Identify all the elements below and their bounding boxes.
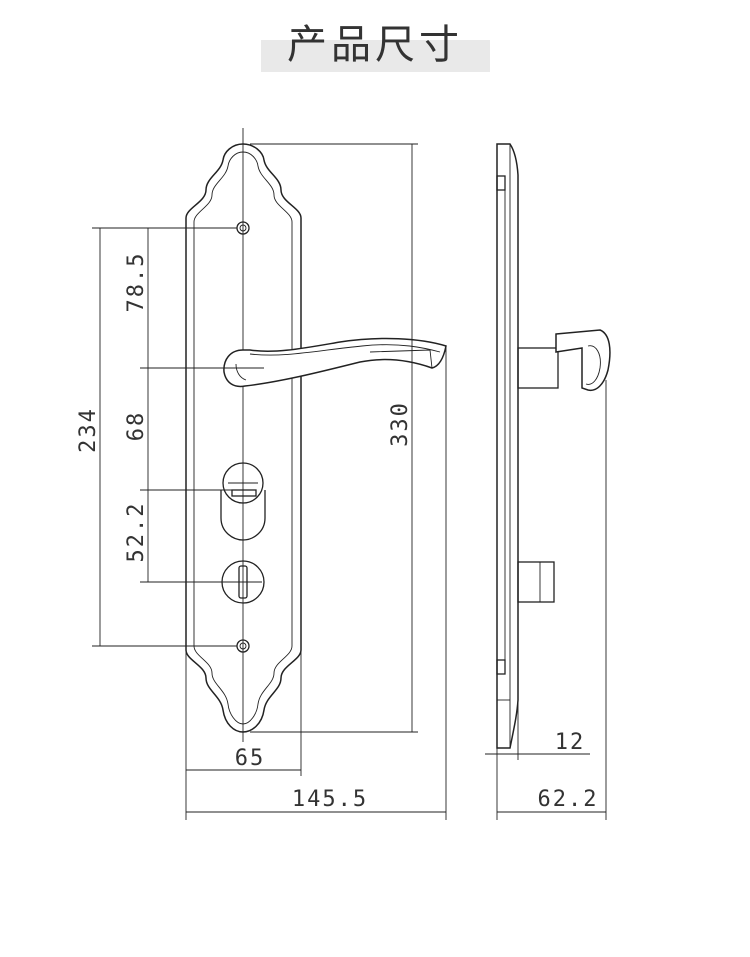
bottom-screw-hole-inner	[239, 642, 247, 650]
side-lever-grip	[555, 329, 611, 392]
key-cylinder-ring	[222, 462, 264, 504]
key-cylinder-escutcheon	[220, 490, 266, 541]
dimension-lines	[92, 143, 607, 820]
label-234: 234	[76, 407, 101, 453]
label-12: 12	[555, 730, 586, 755]
side-bottom-mount	[496, 659, 506, 675]
title-underline-bar	[261, 40, 490, 72]
side-top-mount	[496, 175, 506, 191]
side-spindle	[517, 347, 559, 389]
label-145-5: 145.5	[292, 787, 368, 812]
label-330: 330	[388, 401, 413, 447]
side-backplate	[496, 143, 519, 749]
label-52-2: 52.2	[124, 502, 149, 563]
front-lever-tip	[369, 349, 433, 369]
side-view	[496, 143, 611, 749]
dimension-labels: 330 234 78.5 68 52.2 65 145.5 12 62.2	[76, 252, 599, 812]
label-62-2: 62.2	[538, 787, 599, 812]
front-lever-detail	[235, 344, 441, 381]
label-68: 68	[124, 411, 149, 442]
top-screw-hole-inner	[239, 224, 247, 232]
side-thumbturn	[517, 561, 555, 603]
side-lever-grip-detail	[585, 345, 601, 385]
front-backplate	[185, 143, 302, 733]
title-section: 产品尺寸	[0, 0, 750, 80]
page-title: 产品尺寸	[287, 22, 463, 68]
label-78-5: 78.5	[124, 252, 149, 313]
label-65: 65	[235, 746, 266, 771]
